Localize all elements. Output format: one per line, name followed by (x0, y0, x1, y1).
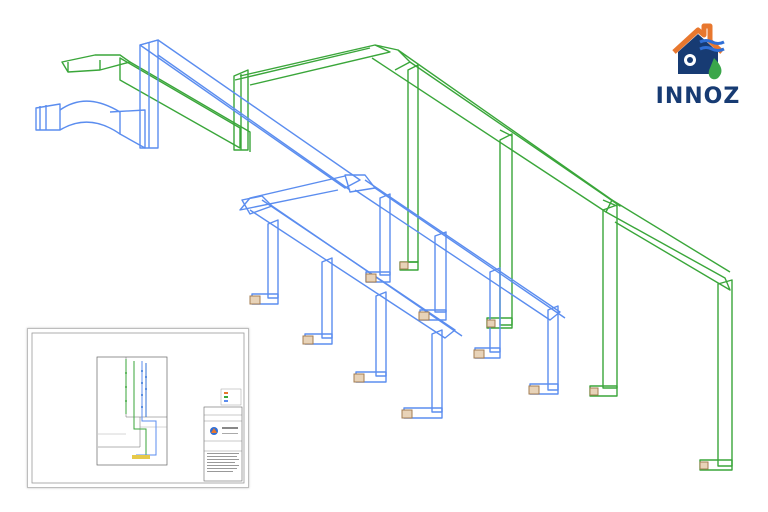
house-water-drop-icon (672, 23, 725, 80)
drawing-sheet-thumbnail (31, 332, 245, 484)
drawing-sheet-preview (27, 328, 249, 488)
air-terminals (249, 261, 709, 470)
green-duct-system (61, 44, 733, 471)
innoz-logo: INNOZ (652, 22, 744, 110)
logo-text: INNOZ (655, 84, 741, 109)
